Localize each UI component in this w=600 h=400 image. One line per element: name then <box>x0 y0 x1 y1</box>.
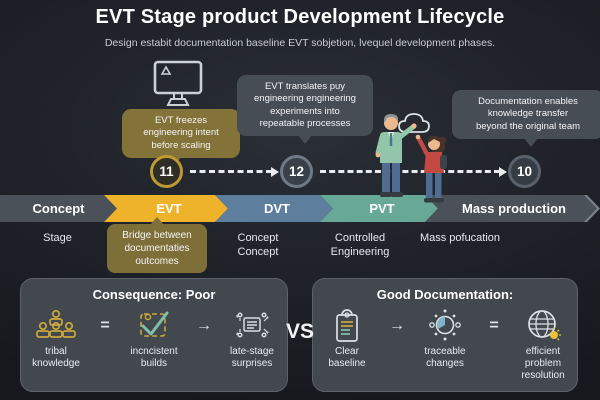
consequence-poor-panel: Consequence: Poor tribal knowledge = <box>20 278 288 392</box>
good-documentation-panel: Good Documentation: Clear baseline → <box>312 278 578 392</box>
good-item-label: efficient problem resolution <box>521 346 565 381</box>
late-stage-surprises-icon <box>234 307 270 343</box>
poor-item-label: tribal knowledge <box>32 346 80 369</box>
stage-axis-label: Stage <box>43 232 72 244</box>
poor-panel-row: tribal knowledge = incncistent builds → <box>19 307 289 370</box>
vs-label: VS <box>285 320 314 343</box>
mass-sub-label: Mass pofucation <box>419 232 501 244</box>
poor-item-inconsistent-builds: incncistent builds <box>117 307 191 370</box>
page-title: EVT Stage product Development Lifecycle <box>95 6 505 28</box>
people-knowledge-transfer-illustration <box>375 113 447 203</box>
team-icon <box>36 307 76 343</box>
marker-number: 12 <box>288 164 305 179</box>
stage-chevron-concept: Concept <box>0 195 117 222</box>
good-item-traceable-changes: traceable changes <box>408 307 482 370</box>
timeline-marker-10: 10 <box>508 155 541 188</box>
good-panel-title: Good Documentation: <box>376 287 514 302</box>
poor-item-label: late-stage surprises <box>230 346 274 369</box>
poor-item-late-stage-surprises: late-stage surprises <box>215 307 289 370</box>
good-item-clear-baseline: Clear baseline <box>310 307 384 370</box>
equals-operator: = <box>100 317 110 334</box>
marker-number: 10 <box>516 164 533 179</box>
dvt-sub-label: Concept Concept <box>237 232 279 259</box>
traceable-changes-icon <box>427 307 463 343</box>
evt-bridge-note: Bridge between documentaties outcomes <box>107 217 207 273</box>
good-panel-row: Clear baseline → traceable changes <box>310 307 580 382</box>
equals-operator: = <box>489 317 499 334</box>
monitor-icon <box>153 60 203 106</box>
arrow-operator: → <box>196 317 212 334</box>
good-item-label: traceable changes <box>424 346 466 369</box>
timeline-dash-segment <box>190 167 279 177</box>
stage-label: PVT <box>369 201 395 216</box>
globe-solution-icon <box>524 307 562 343</box>
stage-label: EVT <box>156 201 182 216</box>
poor-panel-title: Consequence: Poor <box>92 287 216 302</box>
stage-chevron-mass-production: Mass production <box>425 195 597 222</box>
stage-chevron-pvt: PVT <box>320 195 438 222</box>
callout-evt-translates: EVT translates puy engineering engineeri… <box>237 75 373 145</box>
callout-evt-freezes: EVT freezes engineering intent before sc… <box>122 109 240 167</box>
good-item-efficient-resolution: efficient problem resolution <box>506 307 580 382</box>
pvt-sub-label: Controlled Engineering <box>330 232 390 259</box>
stage-label: Mass production <box>461 201 566 216</box>
good-item-label: Clear baseline <box>328 346 366 369</box>
marker-number: 11 <box>159 164 174 179</box>
page-subtitle: Design estabit documentation baseline EV… <box>104 37 496 49</box>
stage-label: Concept <box>32 201 85 216</box>
stage-chevron-evt: EVT <box>104 195 228 222</box>
timeline-dash-segment <box>320 167 507 177</box>
timeline-marker-11: 11 <box>150 155 183 188</box>
poor-item-tribal-knowledge: tribal knowledge <box>19 307 93 370</box>
arrow-operator: → <box>389 317 405 334</box>
poor-item-label: incncistent builds <box>130 346 178 369</box>
inconsistent-builds-icon <box>136 307 172 343</box>
timeline-marker-12: 12 <box>280 155 313 188</box>
stage-label: DVT <box>264 201 290 216</box>
stage-chevron-dvt: DVT <box>215 195 333 222</box>
clipboard-lock-icon <box>332 307 362 343</box>
callout-knowledge-transfer: Documentation enables knowledge transfer… <box>452 90 600 148</box>
